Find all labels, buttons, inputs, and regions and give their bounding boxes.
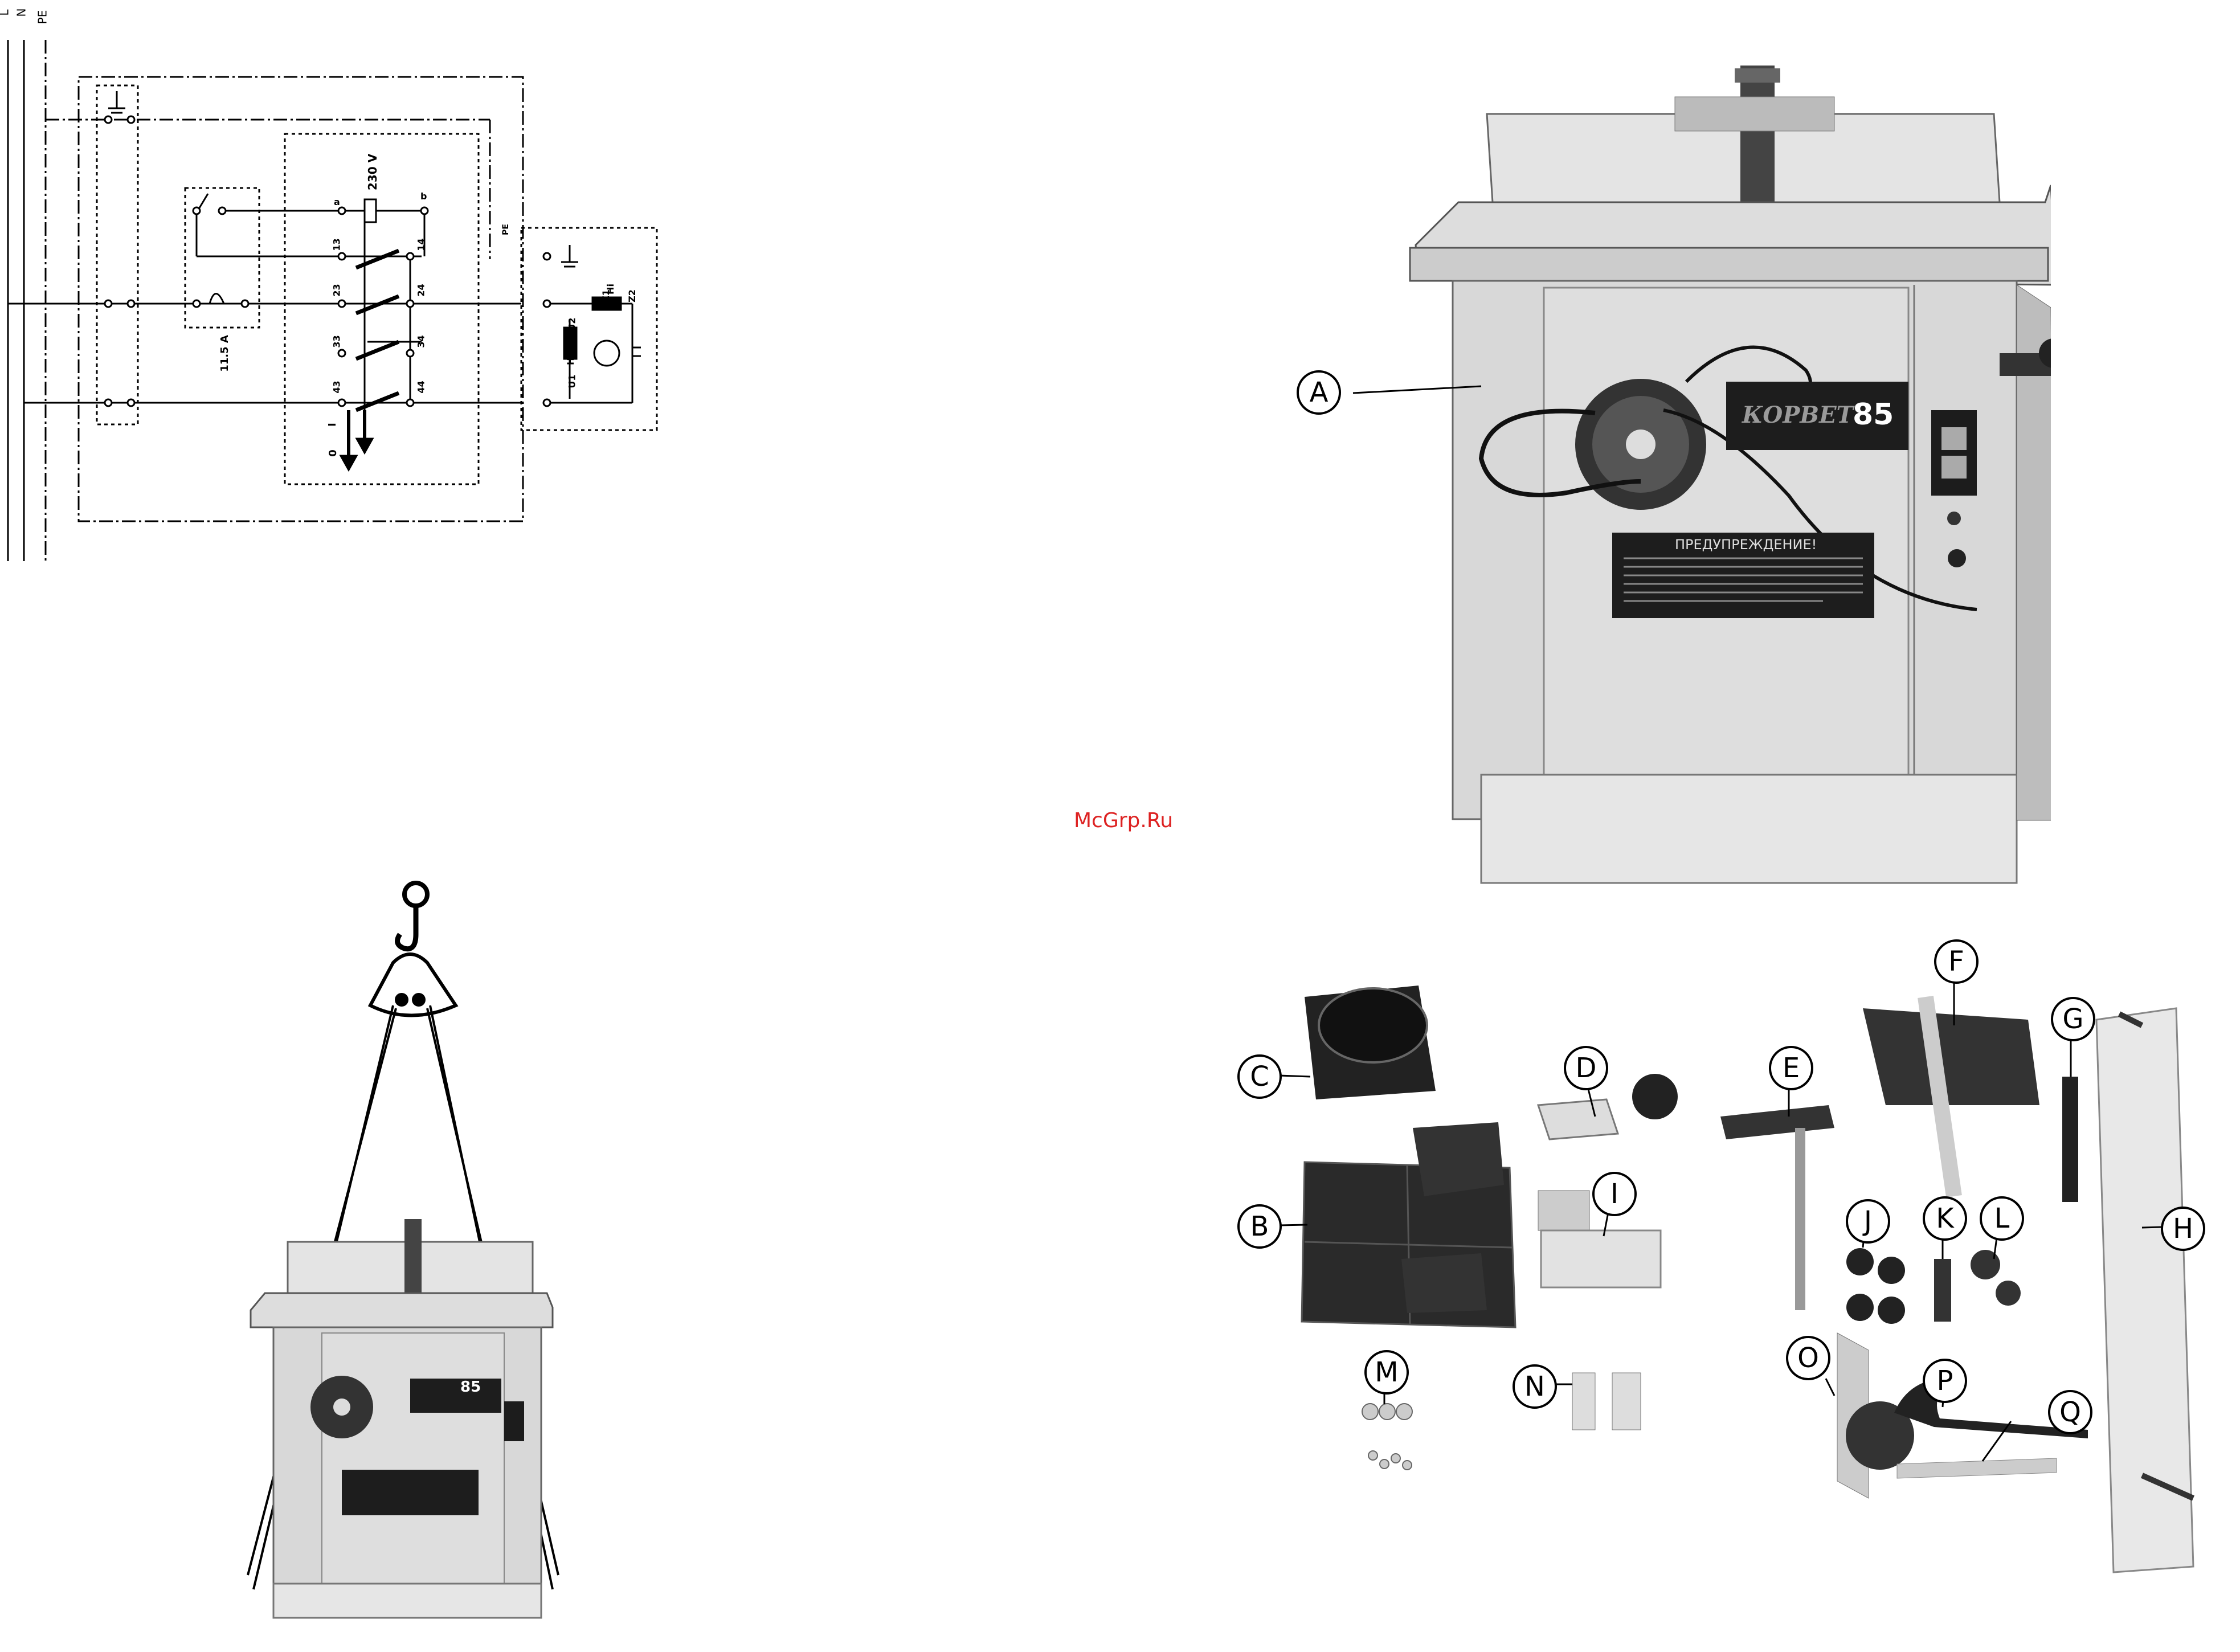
switch-rating-label: 11.5 A <box>219 335 231 372</box>
brand-name: КОРВЕТ <box>1742 402 1853 428</box>
terminal-34: 34 <box>416 335 427 347</box>
pe-terminal-label: PE <box>501 224 510 235</box>
callout-h: H <box>2161 1207 2205 1251</box>
motor-terminal-u1: U1 <box>567 374 578 388</box>
motor-terminal-z2: Z2 <box>627 289 637 302</box>
callout-k: K <box>1923 1196 1967 1241</box>
terminal-13: 13 <box>332 238 342 251</box>
bus-label-n: N <box>14 9 28 17</box>
callout-o: O <box>1786 1336 1830 1380</box>
callout-i: I <box>1592 1172 1637 1216</box>
terminal-14: 14 <box>416 238 427 251</box>
bus-label-l: L <box>0 9 11 15</box>
hoist-model-number: 85 <box>460 1379 481 1396</box>
terminal-24: 24 <box>416 284 427 296</box>
terminal-44: 44 <box>416 381 427 393</box>
callout-p: P <box>1923 1359 1967 1403</box>
accessories-drawing <box>1231 934 2239 1652</box>
callout-d: D <box>1564 1046 1608 1090</box>
callout-l: L <box>1980 1196 2024 1241</box>
callout-g: G <box>2051 997 2095 1041</box>
callout-f: F <box>1934 939 1979 984</box>
wiring-schematic: L N PE 230 V 11.5 A a b 13 14 23 24 33 3… <box>0 0 684 570</box>
switch-position-0: 0 <box>327 449 339 457</box>
callout-c: C <box>1237 1054 1282 1099</box>
callout-e: E <box>1769 1046 1813 1090</box>
terminal-23: 23 <box>332 284 342 296</box>
terminal-b: b <box>420 191 427 202</box>
terminal-43: 43 <box>332 381 342 393</box>
bus-label-pe: PE <box>35 10 49 24</box>
watermark: McGrp.Ru <box>1061 809 1186 832</box>
accessories-photo <box>1231 934 2239 1652</box>
warning-title: ПРЕДУПРЕЖДЕНИЕ! <box>1675 537 1817 553</box>
hoist-drawing <box>239 877 592 1635</box>
machine-photo: КОРВЕТ 85 ПРЕДУПРЕЖДЕНИЕ! <box>1310 57 2051 889</box>
hoist-illustration: 85 <box>239 877 592 1635</box>
callout-n: N <box>1513 1364 1557 1409</box>
callout-m: M <box>1364 1350 1409 1395</box>
motor-terminal-u2: U2 <box>567 317 578 331</box>
terminal-a: a <box>334 197 340 207</box>
motor-terminal-hs: Hs <box>565 352 576 365</box>
callout-j: J <box>1846 1199 1890 1244</box>
terminal-33: 33 <box>332 335 342 347</box>
switch-position-i: I <box>326 423 338 427</box>
model-number: 85 <box>1853 398 1894 432</box>
motor-terminal-hi: Hi <box>605 284 616 295</box>
callout-b: B <box>1237 1204 1282 1249</box>
machine-illustration <box>1310 57 2051 889</box>
callout-q: Q <box>2048 1390 2092 1434</box>
voltage-label: 230 V <box>366 154 379 190</box>
callout-a: A <box>1297 370 1341 415</box>
